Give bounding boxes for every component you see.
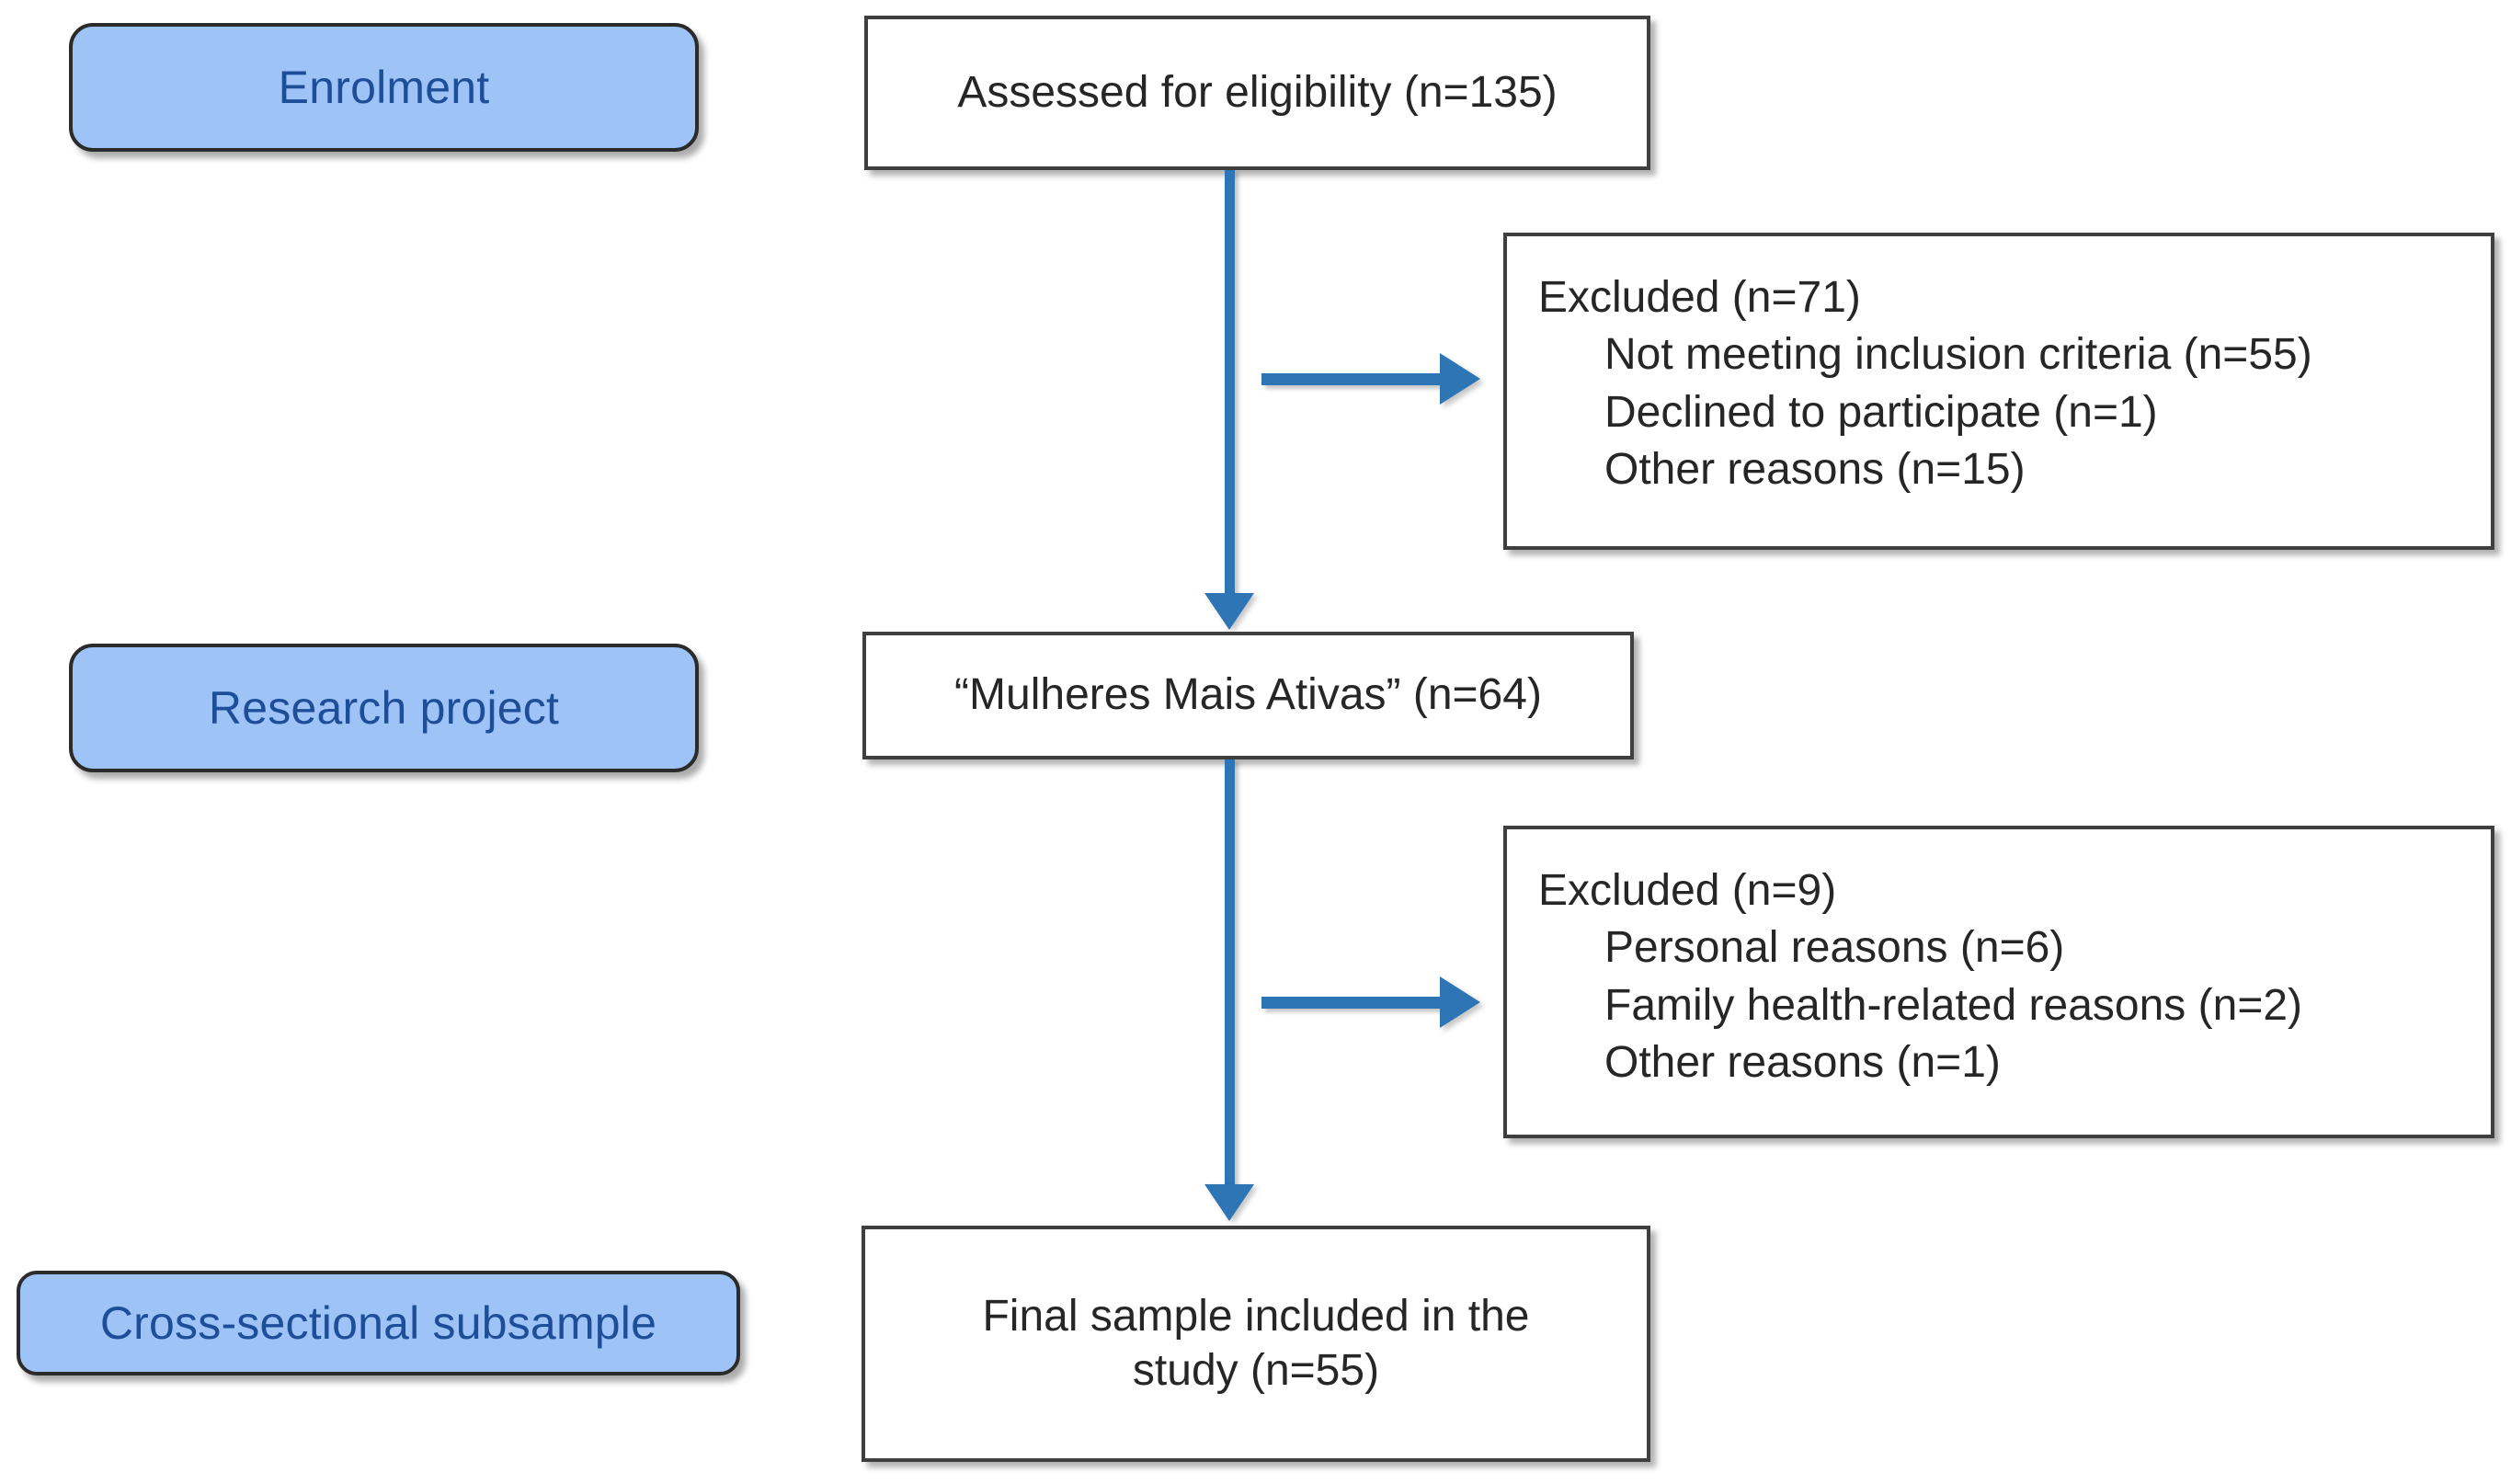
- connector-assessed-to-project-line: [1225, 170, 1235, 593]
- node-excluded-first-reason-list: Not meeting inclusion criteria (n=55) De…: [1538, 326, 2491, 498]
- connector-project-to-final-line: [1225, 759, 1235, 1184]
- node-excluded-second-heading: Excluded (n=9): [1538, 866, 1837, 915]
- stage-label-research-project: Research project: [69, 644, 699, 772]
- node-assessed-for-eligibility: Assessed for eligibility (n=135): [864, 16, 1650, 170]
- stage-label-research-project-text: Research project: [208, 682, 560, 734]
- node-excluded-first-heading: Excluded (n=71): [1538, 273, 1861, 322]
- node-mulheres-mais-ativas-text: “Mulheres Mais Ativas” (n=64): [954, 670, 1542, 720]
- node-final-sample: Final sample included in the study (n=55…: [862, 1226, 1650, 1462]
- node-final-sample-text: Final sample included in the study (n=55…: [982, 1290, 1529, 1398]
- node-excluded-first: Excluded (n=71) Not meeting inclusion cr…: [1503, 233, 2494, 550]
- node-excluded-first-reason: Declined to participate (n=1): [1604, 387, 2158, 437]
- stage-label-enrolment: Enrolment: [69, 23, 699, 152]
- connector-excluded-second-line: [1261, 997, 1442, 1009]
- node-excluded-second-reason-list: Personal reasons (n=6) Family health-rel…: [1538, 919, 2491, 1091]
- stage-label-enrolment-text: Enrolment: [278, 62, 490, 113]
- stage-label-cross-sectional-subsample-text: Cross-sectional subsample: [99, 1297, 657, 1349]
- connector-project-to-final-arrowhead: [1204, 1184, 1254, 1221]
- node-final-sample-line1: Final sample included in the: [982, 1291, 1530, 1341]
- stage-label-cross-sectional-subsample: Cross-sectional subsample: [17, 1271, 740, 1376]
- connector-assessed-to-project-arrowhead: [1204, 593, 1254, 630]
- node-excluded-second-reason: Family health-related reasons (n=2): [1604, 980, 2303, 1030]
- node-assessed-for-eligibility-text: Assessed for eligibility (n=135): [957, 67, 1558, 117]
- connector-excluded-second-arrowhead: [1440, 976, 1480, 1028]
- connector-excluded-first-arrowhead: [1440, 353, 1480, 405]
- node-final-sample-line2: study (n=55): [1132, 1345, 1380, 1395]
- node-excluded-first-reason: Not meeting inclusion criteria (n=55): [1604, 330, 2312, 380]
- connector-excluded-first-line: [1261, 373, 1442, 385]
- node-excluded-second-reason: Personal reasons (n=6): [1604, 923, 2065, 973]
- node-mulheres-mais-ativas: “Mulheres Mais Ativas” (n=64): [862, 632, 1634, 759]
- node-excluded-second: Excluded (n=9) Personal reasons (n=6) Fa…: [1503, 826, 2494, 1138]
- node-excluded-first-reason: Other reasons (n=15): [1604, 445, 2026, 495]
- node-excluded-second-reason: Other reasons (n=1): [1604, 1038, 2001, 1088]
